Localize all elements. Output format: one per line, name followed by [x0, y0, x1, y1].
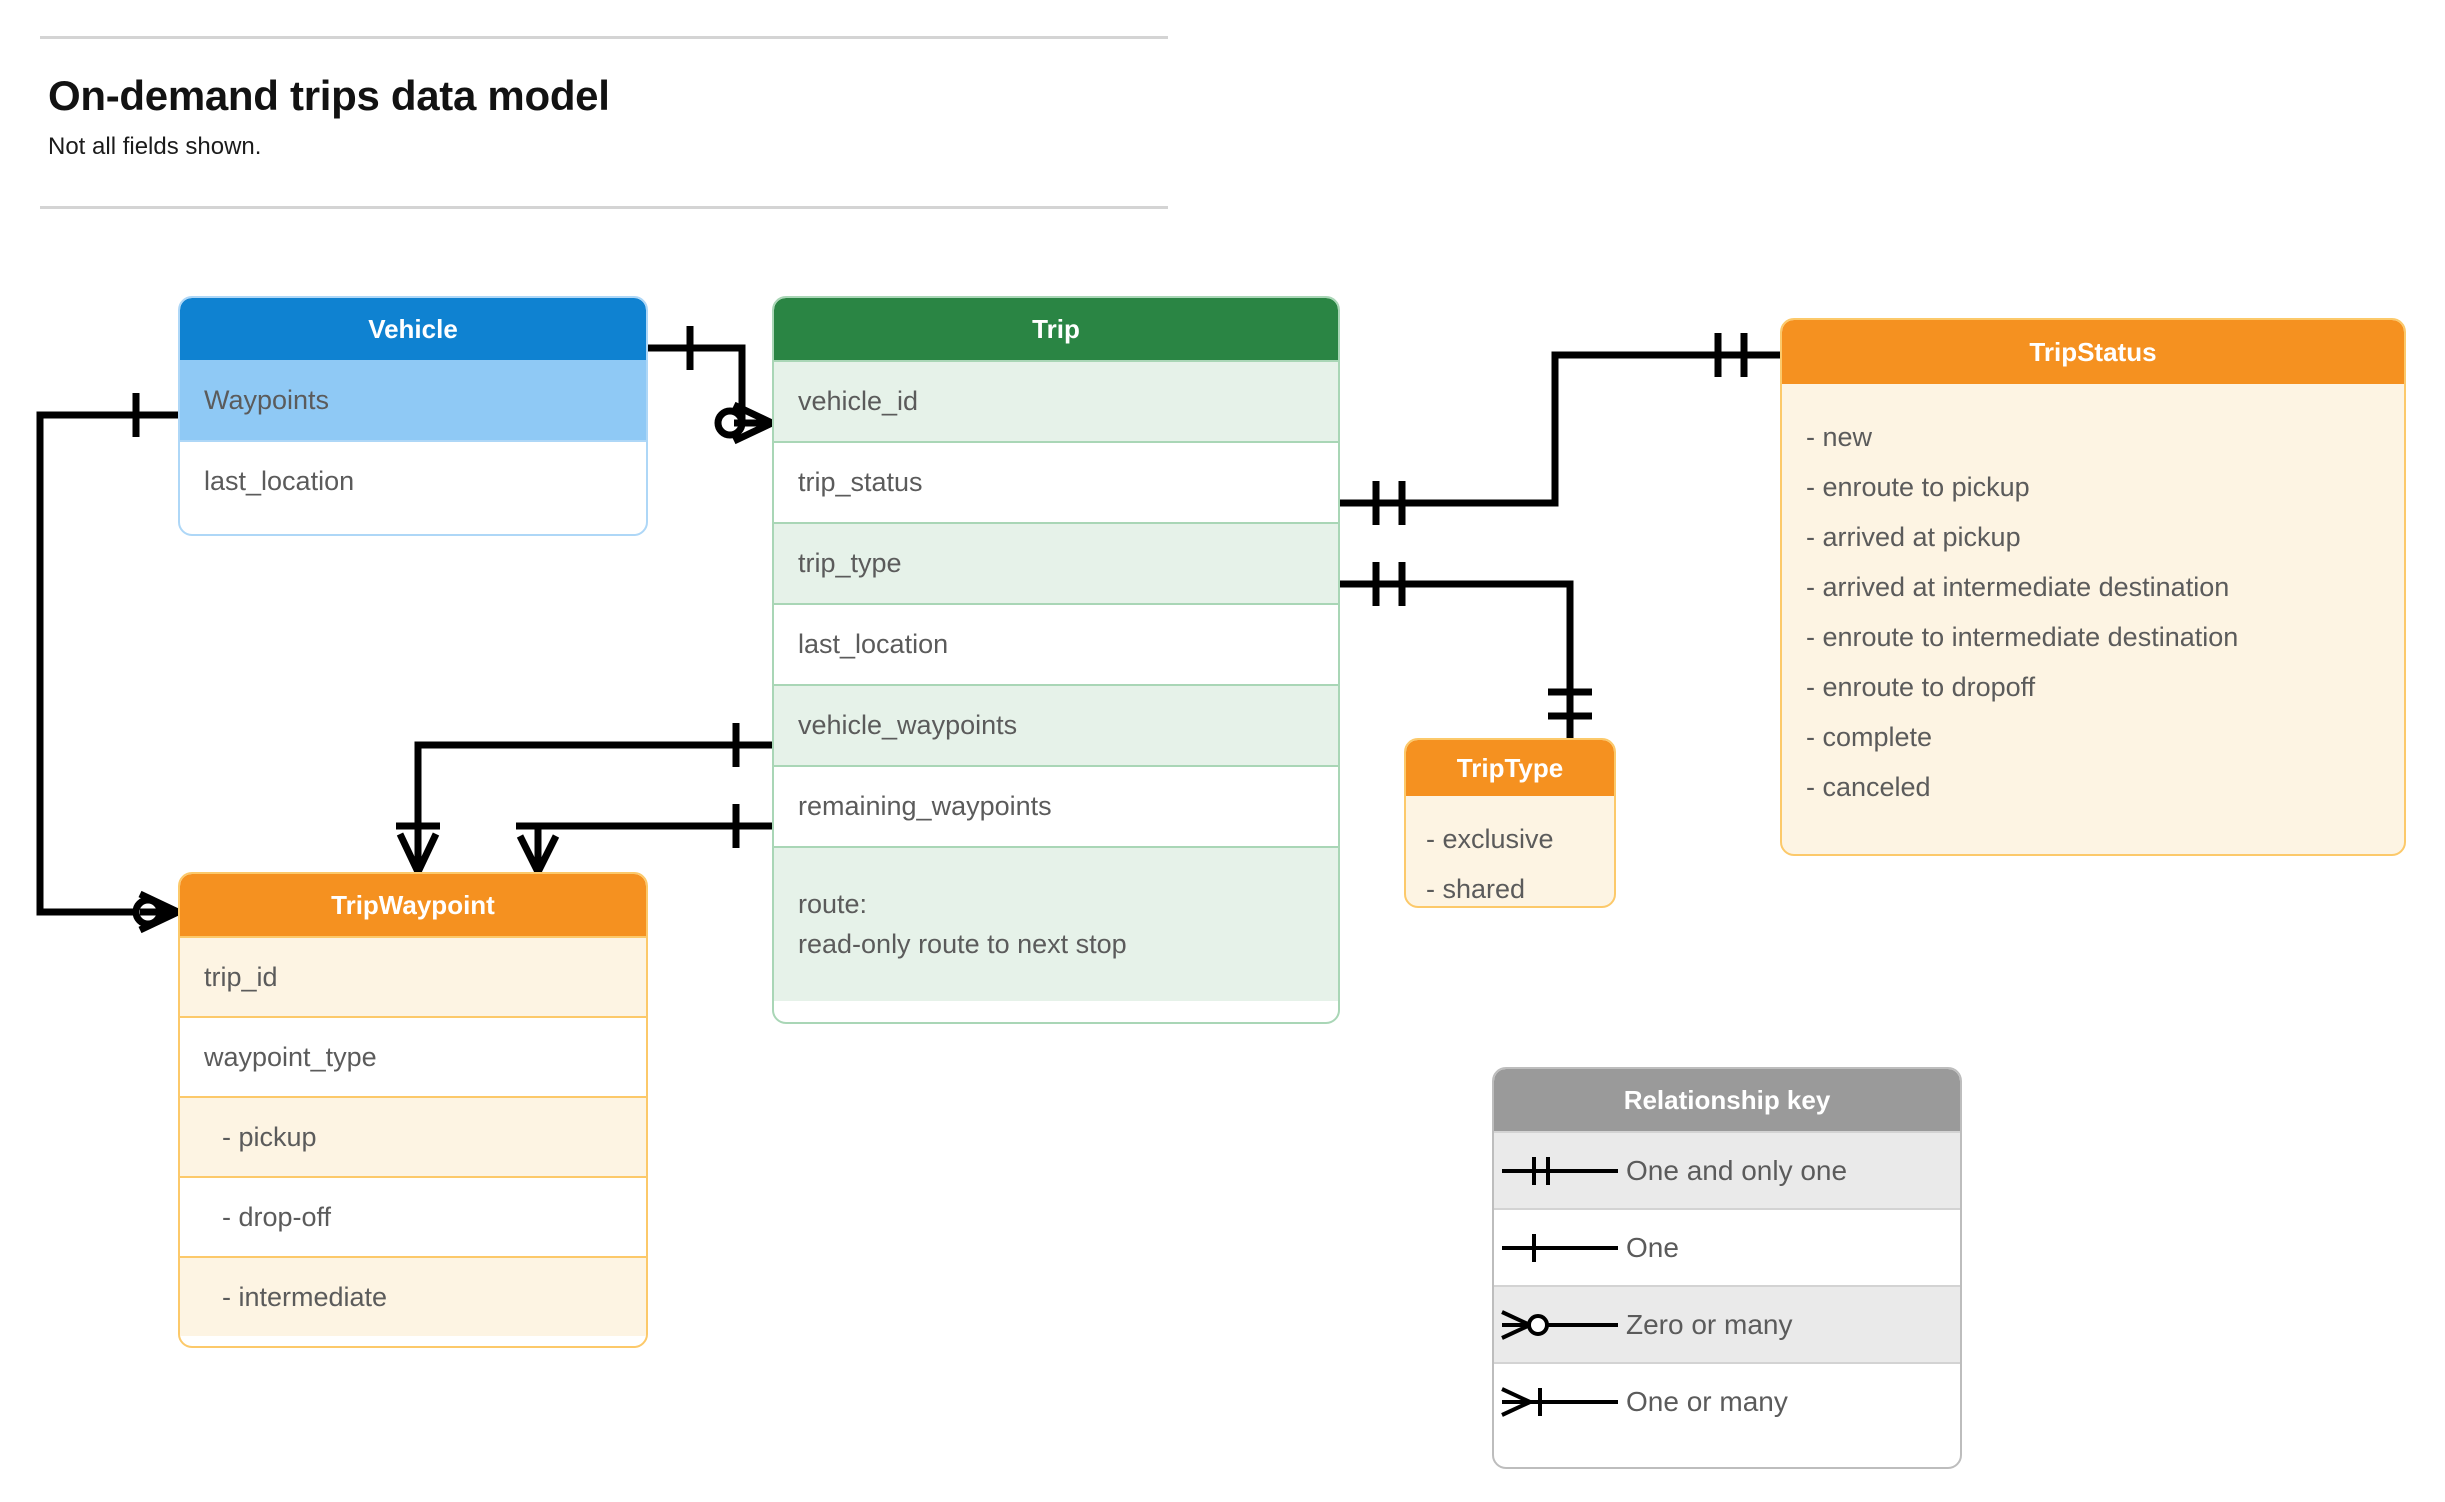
entity-tripstatus-header: TripStatus — [1782, 320, 2404, 384]
relationship-key-row-one-or-many: One or many — [1494, 1362, 1960, 1439]
field-trip-route[interactable]: route: read-only route to next stop — [774, 846, 1338, 1001]
field-trip-vehicle-waypoints[interactable]: vehicle_waypoints — [774, 684, 1338, 765]
field-vehicle-last-location[interactable]: last_location — [180, 440, 646, 520]
field-tripwaypoint-waypoint-type[interactable]: waypoint_type — [180, 1016, 646, 1096]
relationship-key-label-one: One — [1626, 1231, 1679, 1263]
page-title: On-demand trips data model — [48, 72, 610, 119]
enum-tripstatus-complete: - complete — [1806, 722, 1933, 752]
enum-tripwaypoint-pickup[interactable]: - pickup — [180, 1096, 646, 1176]
entity-tripstatus-values: - new - enroute to pickup - arrived at p… — [1782, 384, 2404, 812]
entity-vehicle-header: Vehicle — [180, 298, 646, 360]
relationship-key-label-zero-or-many: Zero or many — [1626, 1308, 1793, 1340]
one-and-only-one-icon — [1494, 1151, 1626, 1191]
connector-vehicle-to-trip-vehicle-id — [648, 326, 774, 445]
zero-or-many-icon — [1494, 1305, 1626, 1345]
connector-trip-status-to-tripstatus — [1340, 333, 1780, 525]
entity-vehicle[interactable]: Vehicle Waypoints last_location — [178, 296, 648, 536]
enum-tripstatus-canceled: - canceled — [1806, 772, 1931, 802]
field-trip-last-location[interactable]: last_location — [774, 603, 1338, 684]
page-subtitle: Not all fields shown. — [48, 133, 262, 160]
enum-tripstatus-enroute-to-intermediate-destination: - enroute to intermediate destination — [1806, 622, 2239, 652]
enum-triptype-shared: - shared — [1426, 874, 1526, 904]
entity-trip[interactable]: Trip vehicle_id trip_status trip_type la… — [772, 296, 1340, 1024]
header-divider-bottom — [40, 206, 1168, 209]
connector-remaining-waypoints-field-to-tripwaypoint — [516, 804, 772, 874]
relationship-key-label-one-or-many: One or many — [1626, 1385, 1788, 1417]
entity-triptype[interactable]: TripType - exclusive - shared — [1404, 738, 1616, 908]
header-divider-top — [40, 36, 1168, 39]
one-icon — [1494, 1228, 1626, 1268]
connector-trip-type-to-triptype — [1340, 562, 1592, 738]
entity-tripwaypoint-header: TripWaypoint — [180, 874, 646, 936]
field-tripwaypoint-trip-id[interactable]: trip_id — [180, 936, 646, 1016]
relationship-key-panel: Relationship key One and only one One — [1492, 1067, 1962, 1469]
entity-triptype-header: TripType — [1406, 740, 1614, 796]
enum-tripwaypoint-intermediate[interactable]: - intermediate — [180, 1256, 646, 1336]
enum-triptype-exclusive: - exclusive — [1426, 824, 1554, 854]
entity-trip-header: Trip — [774, 298, 1338, 360]
field-vehicle-waypoints[interactable]: Waypoints — [180, 360, 646, 440]
field-trip-route-label: route: — [798, 889, 868, 920]
relationship-key-row-zero-or-many: Zero or many — [1494, 1285, 1960, 1362]
enum-tripwaypoint-dropoff[interactable]: - drop-off — [180, 1176, 646, 1256]
connector-vehicle-waypoints-to-tripwaypoint — [36, 393, 180, 934]
enum-tripstatus-arrived-at-intermediate-destination: - arrived at intermediate destination — [1806, 572, 2230, 602]
relationship-key-row-one: One — [1494, 1208, 1960, 1285]
enum-tripstatus-arrived-at-pickup: - arrived at pickup — [1806, 522, 2021, 552]
relationship-key-row-one-and-only-one: One and only one — [1494, 1131, 1960, 1208]
field-trip-vehicle-id[interactable]: vehicle_id — [774, 360, 1338, 441]
enum-tripstatus-enroute-to-pickup: - enroute to pickup — [1806, 472, 2030, 502]
field-trip-trip-type[interactable]: trip_type — [774, 522, 1338, 603]
entity-tripwaypoint[interactable]: TripWaypoint trip_id waypoint_type - pic… — [178, 872, 648, 1348]
one-or-many-icon — [1494, 1382, 1626, 1422]
entity-tripstatus[interactable]: TripStatus - new - enroute to pickup - a… — [1780, 318, 2406, 856]
field-trip-remaining-waypoints[interactable]: remaining_waypoints — [774, 765, 1338, 846]
relationship-key-label-one-and-only-one: One and only one — [1626, 1154, 1848, 1186]
entity-triptype-values: - exclusive - shared — [1406, 796, 1614, 906]
enum-tripstatus-enroute-to-dropoff: - enroute to dropoff — [1806, 672, 2036, 702]
connector-vehicle-waypoints-field-to-tripwaypoint — [396, 723, 772, 874]
enum-tripstatus-new: - new — [1806, 422, 1873, 452]
field-trip-route-description: read-only route to next stop — [798, 928, 1127, 959]
field-trip-trip-status[interactable]: trip_status — [774, 441, 1338, 522]
relationship-key-title: Relationship key — [1494, 1069, 1960, 1131]
